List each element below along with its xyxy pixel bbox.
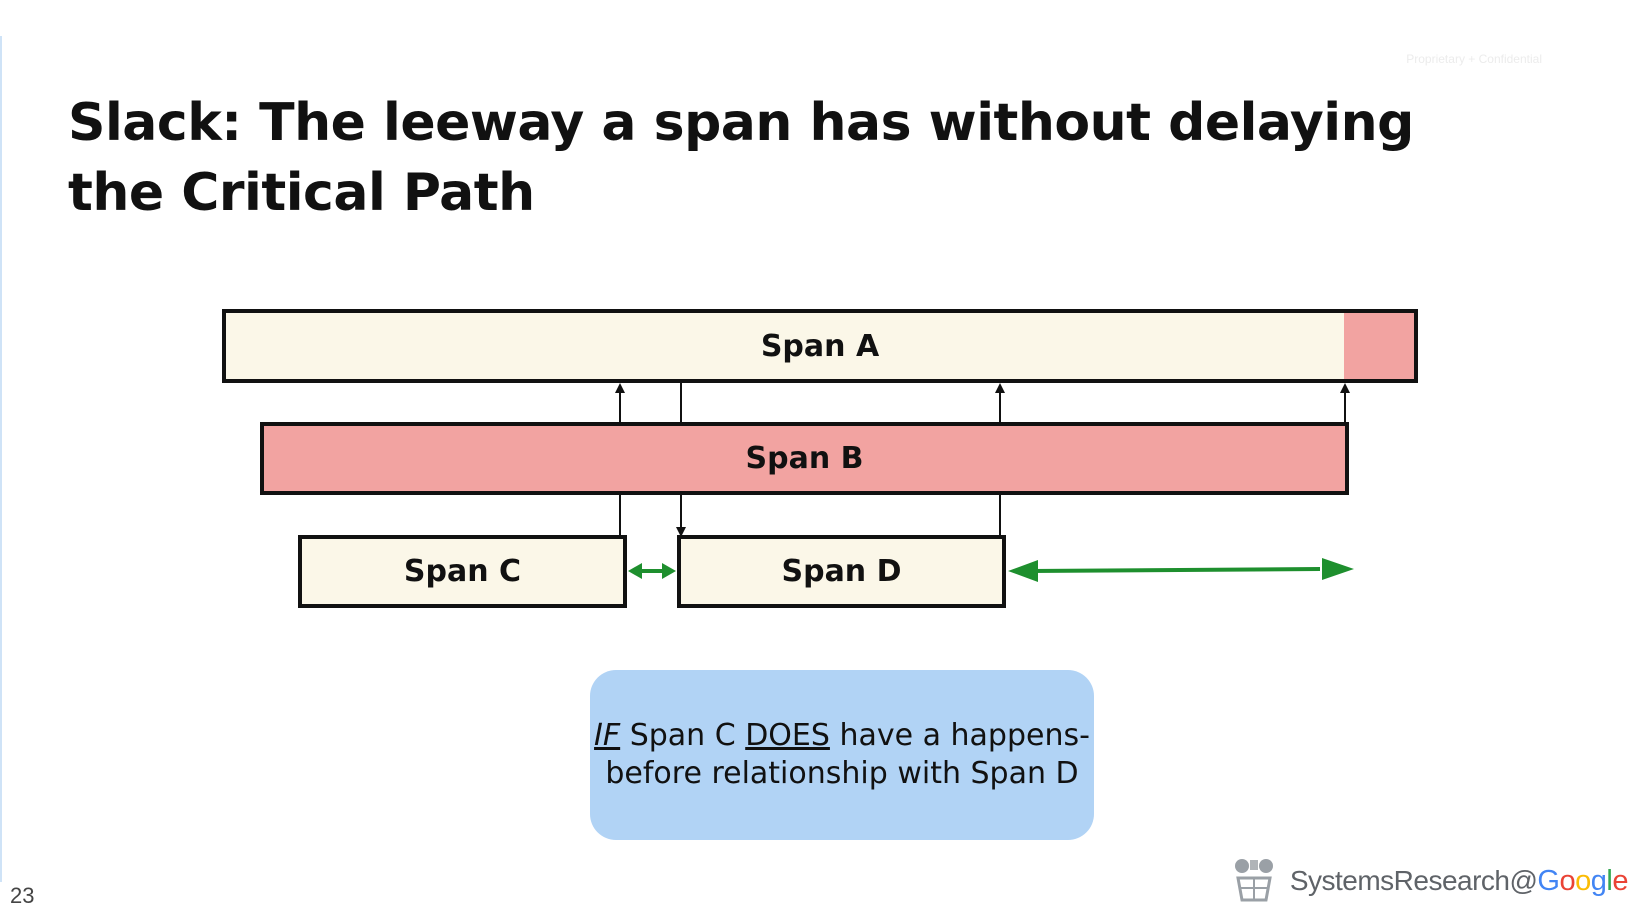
span-d-bar: Span D — [677, 535, 1006, 608]
slide-title: Slack: The leeway a span has without del… — [68, 93, 1414, 223]
slack-arrow-d-end — [1008, 558, 1354, 582]
span-b-label: Span B — [745, 441, 864, 476]
callout-if-word: IF — [594, 718, 621, 753]
span-b-bar: Span B — [260, 422, 1349, 495]
footer-brand: SystemsResearch@Google — [1226, 856, 1628, 906]
google-letter: o — [1559, 864, 1576, 897]
google-letter: l — [1606, 864, 1613, 897]
crest-icon — [1234, 859, 1273, 902]
span-a-critical-tail — [1344, 313, 1414, 379]
classification-label: Proprietary + Confidential — [1406, 52, 1542, 66]
span-c-bar: Span C — [298, 535, 627, 608]
google-letter: e — [1612, 864, 1628, 897]
callout-text: IF Span C DOES have a happens-before rel… — [590, 717, 1094, 793]
footer-prefix: SystemsResearch@ — [1289, 864, 1538, 896]
span-d-label: Span D — [781, 554, 902, 589]
callout-part-1: Span C — [620, 718, 746, 753]
span-c-label: Span C — [403, 554, 522, 589]
google-wordmark: Google — [1537, 864, 1628, 897]
left-edge-rule — [0, 36, 2, 882]
google-letter: G — [1537, 864, 1560, 897]
span-a-bar: Span A — [222, 309, 1418, 383]
callout-box: IF Span C DOES have a happens-before rel… — [590, 670, 1094, 840]
page-number: 23 — [10, 883, 35, 908]
span-a-label: Span A — [760, 328, 880, 364]
callout-part-2: have a happens-before relationship with … — [605, 718, 1090, 791]
callout-does-word: DOES — [745, 718, 830, 753]
google-letter: o — [1575, 864, 1591, 897]
footer-label: SystemsResearch@Google — [1289, 864, 1629, 898]
slack-arrow-c-d — [628, 563, 676, 579]
google-letter: g — [1590, 864, 1607, 897]
